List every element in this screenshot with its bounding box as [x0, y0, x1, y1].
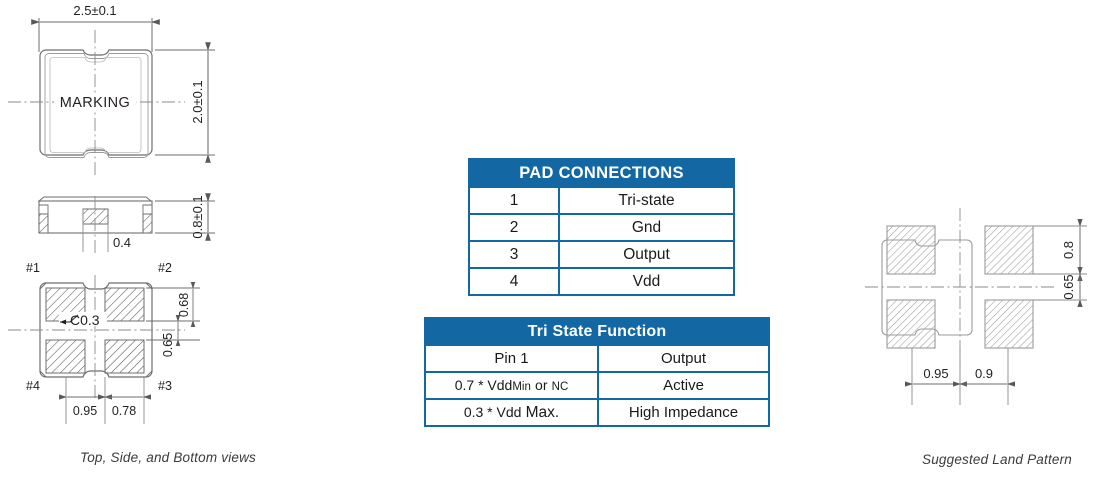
left-views-svg: 2.5±0.1 MARKING MARKING 2.0±0.1 [8, 3, 215, 424]
pad-4 [45, 339, 86, 374]
land-pattern-pitch-inner-dim: 0.9 [975, 366, 993, 381]
table-row: 0.3 * Vdd Max. High Impedance [424, 398, 770, 427]
pad-2 [104, 287, 145, 322]
pad-pin: 2 [468, 213, 560, 242]
condition-main: 0.3 * Vdd [463, 403, 522, 420]
table-row: 1 Tri-state [468, 186, 735, 215]
tri-state-col-output: Output [597, 344, 770, 373]
condition-main: 0.7 * Vdd [454, 377, 513, 393]
land-pattern-group: 0.8 0.65 0.95 0.9 [855, 200, 1111, 430]
bottom-view-pitch-outer-dim: 0.95 [73, 404, 97, 418]
top-view-inner-outline-2 [49, 57, 142, 153]
top-view-width-dim: 2.5±0.1 [73, 3, 116, 18]
land-pattern-pitch-outer-dim: 0.95 [923, 366, 948, 381]
side-view-center-pad-dim: 0.4 [113, 235, 131, 250]
condition-conjunction: or [535, 377, 548, 393]
condition-qualifier: Min [512, 381, 531, 393]
pin-label-3: #3 [158, 379, 172, 393]
pad-function: Gnd [558, 213, 735, 242]
land-pattern-svg: 0.8 0.65 0.95 0.9 [865, 208, 1087, 405]
left-drawing-group: 2.5±0.1 MARKING MARKING 2.0±0.1 [0, 0, 270, 440]
table-row: 3 Output [468, 240, 735, 269]
table-header-row: PAD CONNECTIONS [468, 158, 735, 188]
tri-state-output: High Impedance [597, 398, 770, 427]
table-subheader-row: Pin 1 Output [424, 344, 770, 373]
pin-label-1: #1 [26, 261, 40, 275]
tri-state-condition: 0.7 * VddMin or NC [424, 371, 599, 400]
tri-state-output: Active [597, 371, 770, 400]
bottom-view-centerlines [8, 275, 185, 398]
tri-state-function-table: Tri State Function Pin 1 Output 0.7 * Vd… [424, 317, 770, 427]
pad-pin: 4 [468, 267, 560, 296]
land-pattern-pads [886, 225, 1034, 349]
bottom-view-pad-gap-dim: 0.65 [161, 333, 175, 357]
land-pattern-pad-height-dim: 0.8 [1061, 241, 1076, 259]
pin-label-4: #4 [26, 379, 40, 393]
pad-connections-table: PAD CONNECTIONS 1 Tri-state 2 Gnd 3 Outp… [468, 158, 735, 296]
pad-connections-title: PAD CONNECTIONS [468, 158, 735, 188]
table-row: 4 Vdd [468, 267, 735, 296]
bottom-view-pitch-inner-dim: 0.78 [112, 404, 136, 418]
tri-state-col-pin: Pin 1 [424, 344, 599, 373]
pad-function: Vdd [558, 267, 735, 296]
side-view-height-dim: 0.8±0.1 [190, 195, 205, 238]
condition-alt: NC [551, 381, 569, 393]
land-pad-3 [984, 299, 1034, 349]
marking-label-text: MARKING [60, 95, 130, 111]
table-row: 0.7 * VddMin or NC Active [424, 371, 770, 400]
top-view-inner-outline [44, 53, 149, 158]
svg-text:C0.3: C0.3 [70, 312, 100, 328]
land-pad-2 [984, 225, 1034, 275]
tri-state-condition: 0.3 * Vdd Max. [424, 398, 599, 427]
pin-label-2: #2 [158, 261, 172, 275]
left-caption: Top, Side, and Bottom views [80, 450, 256, 465]
right-caption: Suggested Land Pattern [922, 452, 1073, 467]
tri-state-title: Tri State Function [424, 317, 770, 346]
pad-pin: 1 [468, 186, 560, 215]
table-header-row: Tri State Function [424, 317, 770, 346]
bottom-view-pad-height-dim: 0.68 [177, 293, 191, 317]
condition-limit: Max. [525, 403, 560, 421]
pad-pin: 3 [468, 240, 560, 269]
side-view [37, 196, 153, 255]
land-pad-4 [886, 299, 936, 349]
land-pattern-pad-gap-dim: 0.65 [1061, 274, 1076, 299]
land-pattern-centerlines [865, 208, 1055, 370]
pad-3 [104, 339, 145, 374]
land-pad-1 [886, 225, 936, 275]
pad-function: Output [558, 240, 735, 269]
chamfer-callout: C0.3 [59, 312, 107, 328]
top-view-height-dim: 2.0±0.1 [190, 80, 205, 123]
pad-function: Tri-state [558, 186, 735, 215]
table-row: 2 Gnd [468, 213, 735, 242]
